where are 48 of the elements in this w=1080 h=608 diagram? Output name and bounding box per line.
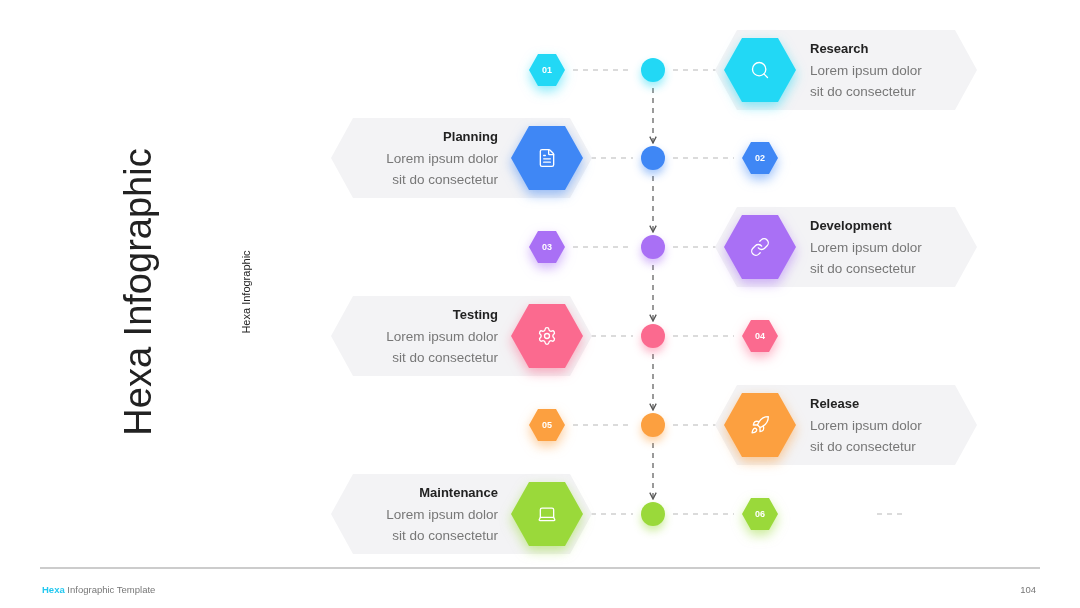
timeline-dot (641, 146, 665, 170)
connector-line (672, 246, 717, 248)
title: Hexa Infographic (116, 148, 160, 436)
subtitle: Hexa Infographic (240, 250, 252, 334)
step-card (331, 474, 592, 554)
step-description: Lorem ipsum dolor sit do consectetur (385, 506, 498, 545)
page-number: 104 (1020, 584, 1036, 595)
step-card (331, 296, 592, 376)
footer-text: Hexa Infographic Template (42, 584, 156, 595)
step-title: Maintenance (418, 484, 498, 502)
connector-line (649, 353, 657, 411)
step-description: Lorem ipsum dolor sit do consectetur (810, 62, 923, 101)
step-card (331, 118, 592, 198)
step-description: Lorem ipsum dolor sit do consectetur (810, 417, 923, 456)
connector-line (672, 513, 735, 515)
connector-line (649, 175, 657, 233)
step-description: Lorem ipsum dolor sit do consectetur (385, 328, 498, 367)
step-description: Lorem ipsum dolor sit do consectetur (385, 150, 498, 189)
step-card (715, 385, 977, 465)
connector-line (590, 157, 634, 159)
step-title: Release (810, 395, 861, 413)
timeline-dot (641, 324, 665, 348)
connector-line (590, 513, 634, 515)
step-number-badge: 02 (742, 142, 778, 174)
step-number-badge: 01 (529, 54, 565, 86)
step-number-badge: 03 (529, 231, 565, 263)
step-title: Testing (451, 306, 498, 324)
timeline-dot (641, 58, 665, 82)
connector-line (590, 335, 634, 337)
connector-line (672, 69, 717, 71)
connector-line (672, 335, 735, 337)
timeline-dot (641, 502, 665, 526)
step-number-badge: 06 (742, 498, 778, 530)
step-title: Development (810, 217, 893, 235)
connector-line (649, 87, 657, 144)
connector-line (649, 442, 657, 500)
timeline-dot (641, 413, 665, 437)
connector-line (672, 157, 735, 159)
timeline-dot (641, 235, 665, 259)
step-card (715, 207, 977, 287)
connector-line (649, 264, 657, 322)
step-number-badge: 04 (742, 320, 778, 352)
step-description: Lorem ipsum dolor sit do consectetur (810, 239, 923, 278)
step-title: Research (810, 40, 870, 58)
connector-line (672, 424, 717, 426)
step-number-badge: 05 (529, 409, 565, 441)
step-card (715, 30, 977, 110)
step-title: Planning (442, 128, 498, 146)
